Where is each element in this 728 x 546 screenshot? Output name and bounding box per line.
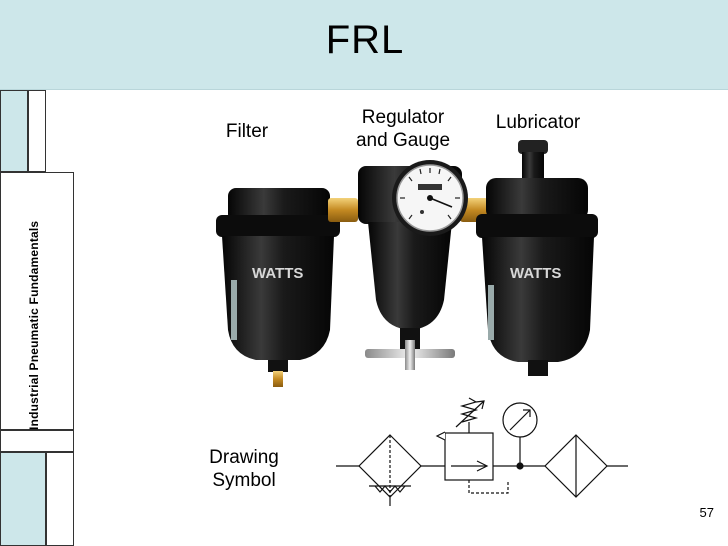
- regulator-handle-shaft: [405, 340, 415, 370]
- schematic-filter-symbol: [358, 434, 422, 506]
- lubricator-unit: WATTS: [476, 140, 598, 376]
- regulator-label-line2: and Gauge: [355, 130, 451, 151]
- frame-top-left-box: [0, 90, 28, 172]
- filter-sight-glass: [231, 280, 237, 340]
- pressure-gauge: [392, 160, 468, 236]
- schematic-regulator-symbol: [435, 397, 509, 494]
- regulator-label: Regulator and Gauge: [338, 106, 468, 152]
- filter-head: [228, 188, 330, 222]
- lubricator-ring: [476, 214, 598, 238]
- left-brass-connector: [328, 198, 358, 222]
- regulator-bonnet: [368, 222, 452, 330]
- filter-bowl: [222, 236, 334, 360]
- gauge-needle: [429, 197, 453, 208]
- filter-drain-valve: [273, 371, 283, 387]
- title-bar: FRL: [0, 0, 728, 90]
- filter-drain-neck: [268, 360, 288, 372]
- side-frame: [0, 90, 74, 546]
- frame-divider-box: [0, 430, 74, 452]
- page-number: 57: [699, 505, 714, 520]
- lubricator-drain: [528, 360, 548, 376]
- filter-unit: WATTS: [216, 188, 340, 387]
- schematic-gauge-symbol: [502, 402, 538, 438]
- schematic-lubricator-symbol: [544, 434, 608, 498]
- slide-title: FRL: [325, 18, 405, 62]
- gauge-screw: [420, 210, 424, 214]
- frame-top-strip: [28, 90, 46, 172]
- lubricator-head: [486, 178, 588, 220]
- frame-bottom-right-box: [46, 452, 74, 546]
- drawing-symbol-label: Drawing Symbol: [194, 446, 294, 492]
- lubricator-label: Lubricator: [495, 112, 581, 133]
- filter-brand: WATTS: [252, 265, 303, 282]
- gauge-logo-mark: [418, 184, 442, 190]
- lubricator-sight-glass: [488, 285, 494, 340]
- filter-ring: [216, 215, 340, 237]
- gauge-pivot: [427, 195, 433, 201]
- lubricator-fill-cap: [518, 140, 548, 154]
- frame-middle-box: [0, 172, 74, 430]
- lubricator-bowl: [482, 237, 594, 362]
- regulator-label-line1: Regulator: [361, 107, 445, 128]
- filter-label: Filter: [225, 121, 269, 142]
- drawing-label-line1: Drawing: [209, 447, 279, 468]
- drawing-label-line2: Symbol: [212, 470, 276, 491]
- lubricator-brand: WATTS: [510, 265, 561, 282]
- gauge-ticks: [400, 168, 460, 220]
